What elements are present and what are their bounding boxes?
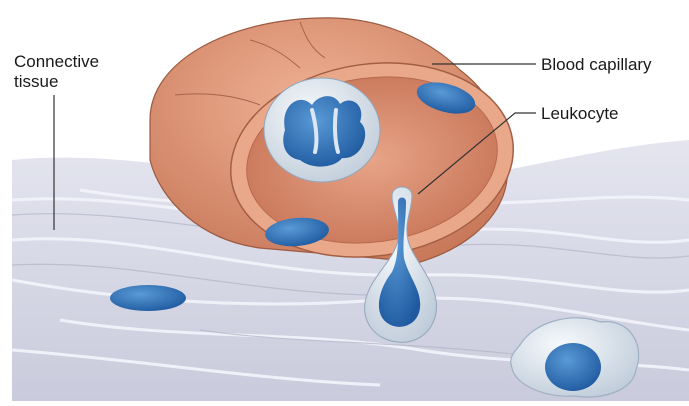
label-blood-capillary: Blood capillary	[541, 55, 652, 75]
label-connective-tissue-line2: tissue	[14, 72, 58, 92]
tissue-cell-nucleus-right	[545, 343, 601, 391]
tissue-cell-nucleus	[110, 285, 186, 311]
label-connective-tissue-line1: Connective	[14, 52, 99, 72]
label-leukocyte: Leukocyte	[541, 104, 619, 124]
